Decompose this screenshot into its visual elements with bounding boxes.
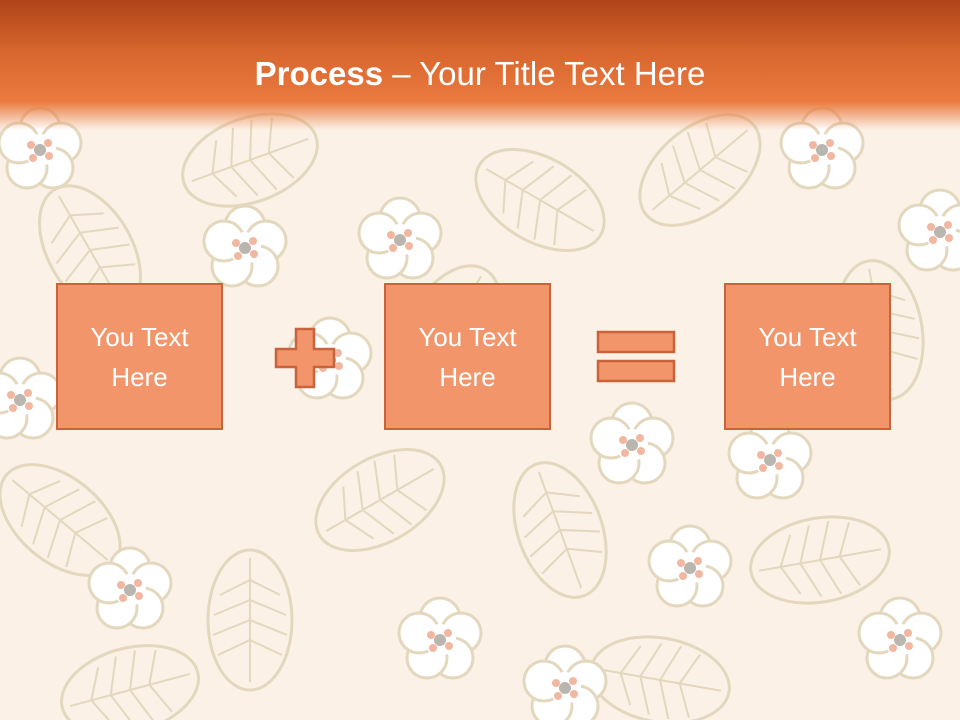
process-box-3-label: You Text Here xyxy=(758,321,857,392)
title-bold: Process xyxy=(254,55,384,92)
process-box-2-label: You Text Here xyxy=(418,321,517,392)
slide-title: Process – Your Title Text Here xyxy=(0,52,960,96)
process-box-2[interactable]: You Text Here xyxy=(384,283,551,430)
process-box-1[interactable]: You Text Here xyxy=(56,283,223,430)
equals-icon xyxy=(596,330,676,383)
title-rest: – Your Title Text Here xyxy=(383,55,706,92)
process-box-3[interactable]: You Text Here xyxy=(724,283,891,430)
title-bar xyxy=(0,0,960,130)
process-box-1-label: You Text Here xyxy=(90,321,189,392)
plus-icon xyxy=(274,327,336,389)
